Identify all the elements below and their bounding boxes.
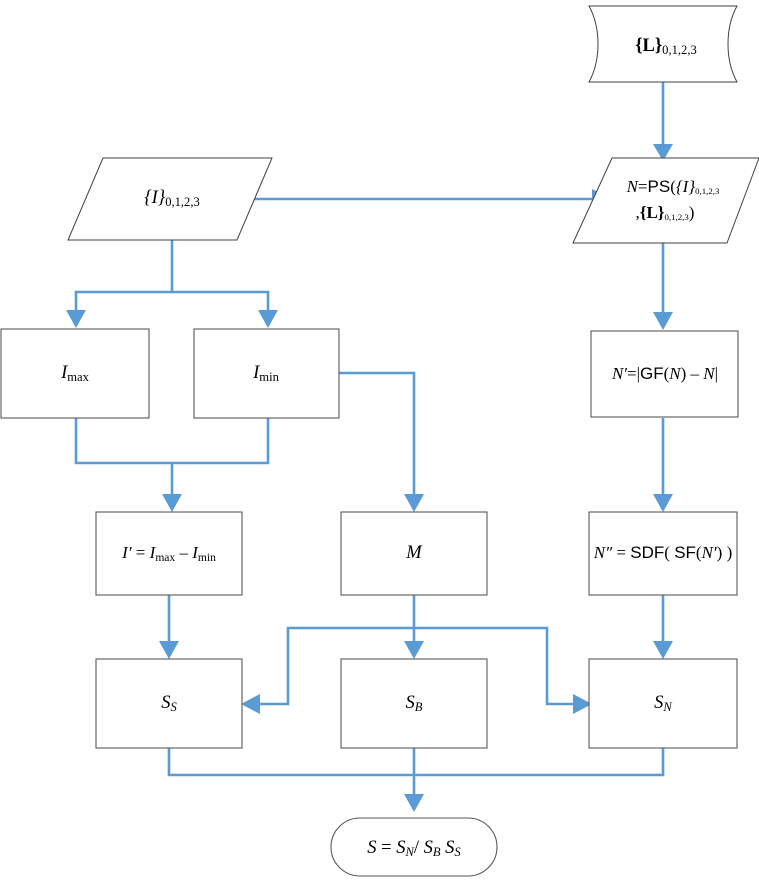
connector-minmax-to-iprime bbox=[74, 418, 270, 512]
connector-layer bbox=[66, 82, 673, 812]
node-ps-line1: N=PS({I}0,1,2,3 bbox=[626, 177, 720, 197]
connector-ps-to-nprime bbox=[653, 243, 673, 330]
node-s-n-label: SN bbox=[654, 693, 672, 714]
node-i-max-label: Imax bbox=[60, 363, 90, 384]
node-m-label: M bbox=[405, 543, 423, 563]
node-i-min[interactable]: Imin bbox=[193, 328, 340, 419]
node-s-b[interactable]: SB bbox=[340, 658, 488, 749]
node-s-b-label: SB bbox=[406, 693, 423, 714]
node-i-min-label: Imin bbox=[252, 363, 279, 384]
connector-images-to-minmax bbox=[66, 240, 278, 328]
node-s-n[interactable]: SN bbox=[588, 658, 738, 749]
node-n-double-prime-label: N″ = SDF( SF(N′) ) bbox=[593, 543, 732, 563]
node-images-source-label: {I}0,1,2,3 bbox=[144, 188, 200, 209]
node-n-double-prime[interactable]: N″ = SDF( SF(N′) ) bbox=[588, 511, 738, 596]
node-i-prime-label: I′ = Imax – Imin bbox=[121, 543, 216, 564]
connector-s-to-result bbox=[167, 748, 665, 812]
node-i-prime[interactable]: I′ = Imax – Imin bbox=[95, 511, 243, 596]
node-result[interactable]: S = SN/ SB SS bbox=[330, 817, 498, 877]
connector-nprime-to-ndprime bbox=[653, 418, 673, 512]
node-labels-source-label: {L}0,1,2,3 bbox=[635, 36, 697, 57]
connector-m-to-ss bbox=[241, 626, 414, 714]
connector-labels-to-ps bbox=[653, 82, 673, 161]
node-images-source[interactable]: {I}0,1,2,3 bbox=[67, 157, 273, 241]
connector-m-to-sb bbox=[404, 595, 424, 659]
node-result-label: S = SN/ SB SS bbox=[367, 838, 461, 859]
connector-imin-to-m bbox=[339, 371, 424, 512]
node-s-s[interactable]: SS bbox=[95, 658, 243, 749]
node-s-s-label: SS bbox=[161, 693, 177, 714]
node-ps[interactable]: N=PS({I}0,1,2,3 ,{L}0,1,2,3) bbox=[572, 157, 759, 244]
node-ps-line2: ,{L}0,1,2,3) bbox=[636, 203, 695, 222]
node-i-max[interactable]: Imax bbox=[0, 328, 150, 419]
node-n-prime-label: N′=|GF(N) – N| bbox=[611, 364, 718, 384]
connector-m-to-sn bbox=[414, 626, 592, 714]
connector-images-to-ps bbox=[196, 189, 613, 209]
connector-iprime-to-ss bbox=[159, 595, 179, 659]
node-m[interactable]: M bbox=[340, 511, 488, 596]
node-labels-source[interactable]: {L}0,1,2,3 bbox=[588, 5, 738, 83]
node-n-prime[interactable]: N′=|GF(N) – N| bbox=[590, 330, 739, 418]
connector-ndprime-to-sn bbox=[653, 595, 673, 659]
